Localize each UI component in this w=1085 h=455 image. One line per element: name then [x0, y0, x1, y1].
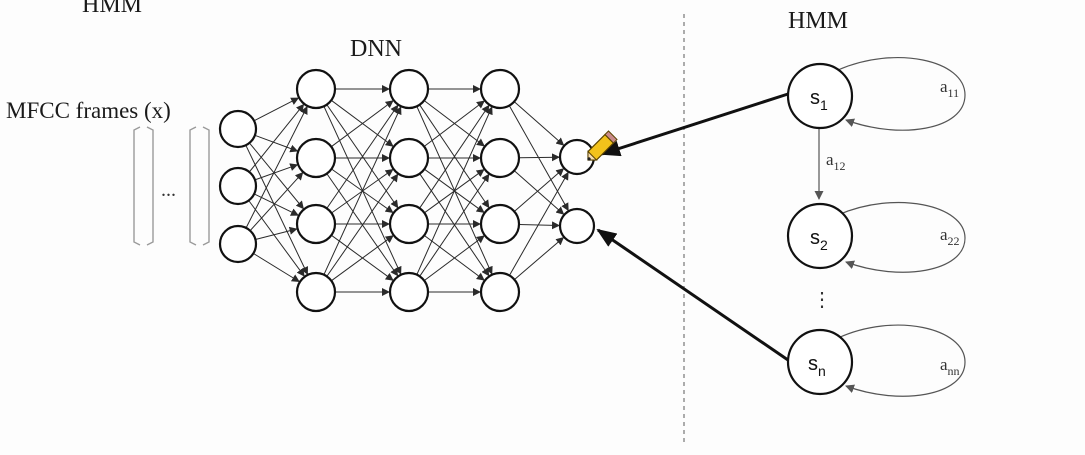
dnn-edges [245, 85, 569, 296]
dnn-node-layer3-1 [479, 137, 521, 179]
output-node-1 [558, 207, 596, 245]
dnn-edge-l3-2-0 [513, 168, 565, 212]
dnn-edge-l1-0-2 [326, 104, 399, 209]
dnn-edge-l0-1-0 [248, 103, 305, 173]
state-n-sub: n [818, 363, 826, 379]
dnn-node-layer2-3 [388, 271, 430, 313]
prob-a12: a12 [826, 150, 846, 173]
dnn-edge-l0-0-2 [249, 142, 304, 210]
dnn-edge-l2-3-1 [419, 173, 490, 277]
state-2-sub: 2 [820, 237, 828, 253]
states-ellipsis: ⋮ [812, 289, 832, 311]
dnn-edge-l1-3-0 [323, 106, 402, 275]
dnn-edge-l3-3-1 [514, 237, 565, 280]
staten-to-output2-arrow [596, 228, 789, 362]
dnn-edge-l0-0-3 [245, 144, 308, 275]
state-1-base: s [810, 87, 820, 109]
input-label: MFCC frames (x) [6, 98, 171, 123]
dnn-edge-l3-2-1 [518, 221, 560, 230]
state-2-base: s [810, 227, 820, 249]
dnn-node-layer2-2 [388, 203, 430, 245]
input-node-2 [218, 224, 258, 264]
svg-text:s2: s2 [810, 227, 828, 253]
dnn-edge-l3-1-0 [518, 153, 560, 162]
frame-bracket-left-close [146, 126, 154, 246]
state-1-sub: 1 [820, 97, 828, 113]
dnn-edge-l3-1-1 [513, 170, 565, 215]
dnn-node-layer1-1 [295, 137, 337, 179]
hmm-title: HMM [788, 8, 848, 34]
frame-bracket-right-close [202, 126, 210, 246]
prob-ann: ann [940, 355, 960, 378]
dnn-title: DNN [350, 36, 402, 62]
dnn-node-layer2-0 [388, 68, 430, 110]
dnn-node-layer1-0 [295, 68, 337, 110]
dnn-edge-l1-1-0 [331, 100, 394, 148]
svg-text:sn: sn [808, 353, 826, 379]
dnn-node-layer2-1 [388, 137, 430, 179]
dnn-nodes [218, 68, 596, 313]
hmm-state-n: sn [786, 328, 854, 396]
dnn-edge-l1-3-1 [326, 173, 399, 277]
self-loop-s2 [837, 202, 966, 273]
svg-text:s1: s1 [810, 87, 828, 113]
dnn-edge-l2-2-0 [419, 104, 490, 209]
self-loop-s1 [837, 57, 966, 131]
input-node-0 [218, 109, 258, 149]
dnn-edge-l3-3-0 [508, 171, 569, 276]
dnn-edge-l0-1-3 [248, 200, 305, 277]
hmm-state-2: s2 [786, 202, 854, 270]
dnn-edge-l0-2-3 [253, 252, 300, 283]
dnn-edge-l0-1-1 [254, 163, 299, 181]
dnn-edge-l0-2-1 [249, 172, 304, 232]
input-node-1 [218, 166, 258, 206]
dnn-node-layer3-2 [479, 203, 521, 245]
dnn-node-layer3-3 [479, 271, 521, 313]
dnn-edge-l0-2-0 [245, 106, 308, 229]
dnn-edge-l0-0-1 [254, 134, 299, 153]
prob-a22: a22 [940, 225, 960, 248]
dnn-edge-l0-1-2 [253, 193, 299, 216]
state1-to-output1-arrow [600, 92, 789, 157]
mfcc-frame-brackets [133, 126, 210, 246]
frame-bracket-right [189, 126, 197, 246]
pencil-cursor-icon [587, 130, 618, 161]
prob-a11: a11 [940, 77, 959, 100]
state-n-base: s [808, 353, 818, 375]
dnn-node-layer3-0 [479, 68, 521, 110]
dnn-node-layer1-2 [295, 203, 337, 245]
hmm-state-1: s1 [786, 62, 854, 130]
self-loop-sn [837, 324, 966, 397]
dnn-edge-l2-3-2 [423, 235, 485, 282]
dnn-edge-l2-3-0 [416, 106, 493, 275]
frames-ellipsis: ... [161, 179, 176, 201]
dnn-edge-l0-2-2 [255, 226, 298, 240]
frame-bracket-left [133, 126, 141, 246]
dnn-edge-l3-0-0 [513, 101, 565, 146]
header-cut-title: HMM [82, 0, 142, 18]
dnn-edge-l1-2-0 [326, 104, 399, 209]
dnn-edge-l2-1-0 [423, 100, 485, 147]
dnn-edge-l1-3-2 [331, 235, 394, 282]
dnn-edge-l0-0-0 [253, 97, 300, 122]
dnn-node-layer1-3 [295, 271, 337, 313]
